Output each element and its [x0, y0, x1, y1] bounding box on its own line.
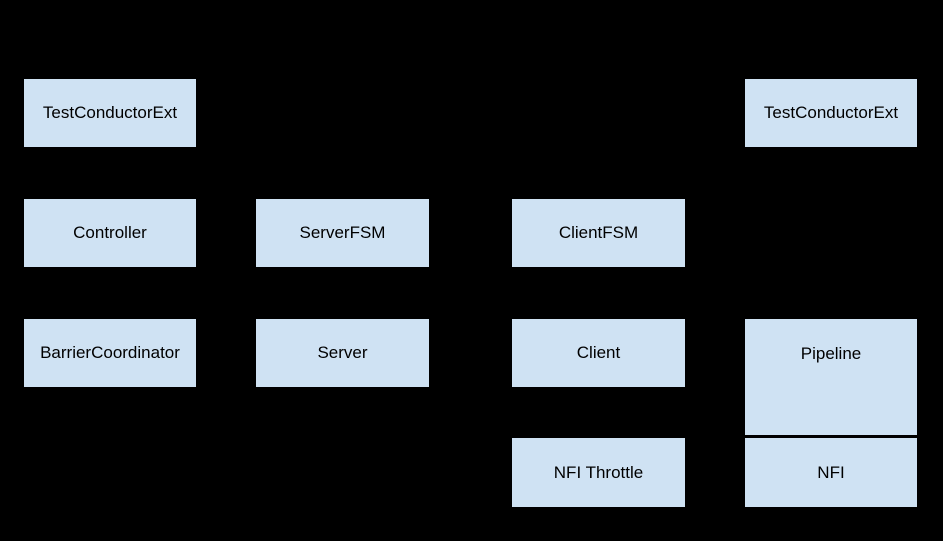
box-controller: Controller	[23, 198, 197, 268]
box-label: NFI	[817, 462, 845, 482]
box-label: Pipeline	[800, 344, 862, 363]
box-label: ServerFSM	[299, 223, 386, 242]
box-label: Server	[317, 343, 368, 362]
box-nfi-throttle: NFI Throttle	[511, 437, 686, 508]
box-label: Controller	[73, 223, 147, 242]
box-client: Client	[511, 318, 686, 388]
box-server: Server	[255, 318, 430, 388]
box-server-fsm: ServerFSM	[255, 198, 430, 268]
box-barrier-coordinator: BarrierCoordinator	[23, 318, 197, 388]
box-pipeline: Pipeline	[744, 318, 918, 436]
box-label: Client	[576, 343, 621, 362]
box-label: TestConductorExt	[763, 103, 899, 122]
box-label: TestConductorExt	[42, 103, 178, 122]
box-test-conductor-ext-right: TestConductorExt	[744, 78, 918, 148]
box-label: ClientFSM	[558, 223, 639, 242]
box-client-fsm: ClientFSM	[511, 198, 686, 268]
box-test-conductor-ext-left: TestConductorExt	[23, 78, 197, 148]
box-label: BarrierCoordinator	[40, 343, 180, 362]
box-nfi: NFI	[744, 437, 918, 508]
box-label: NFI Throttle	[553, 462, 644, 482]
